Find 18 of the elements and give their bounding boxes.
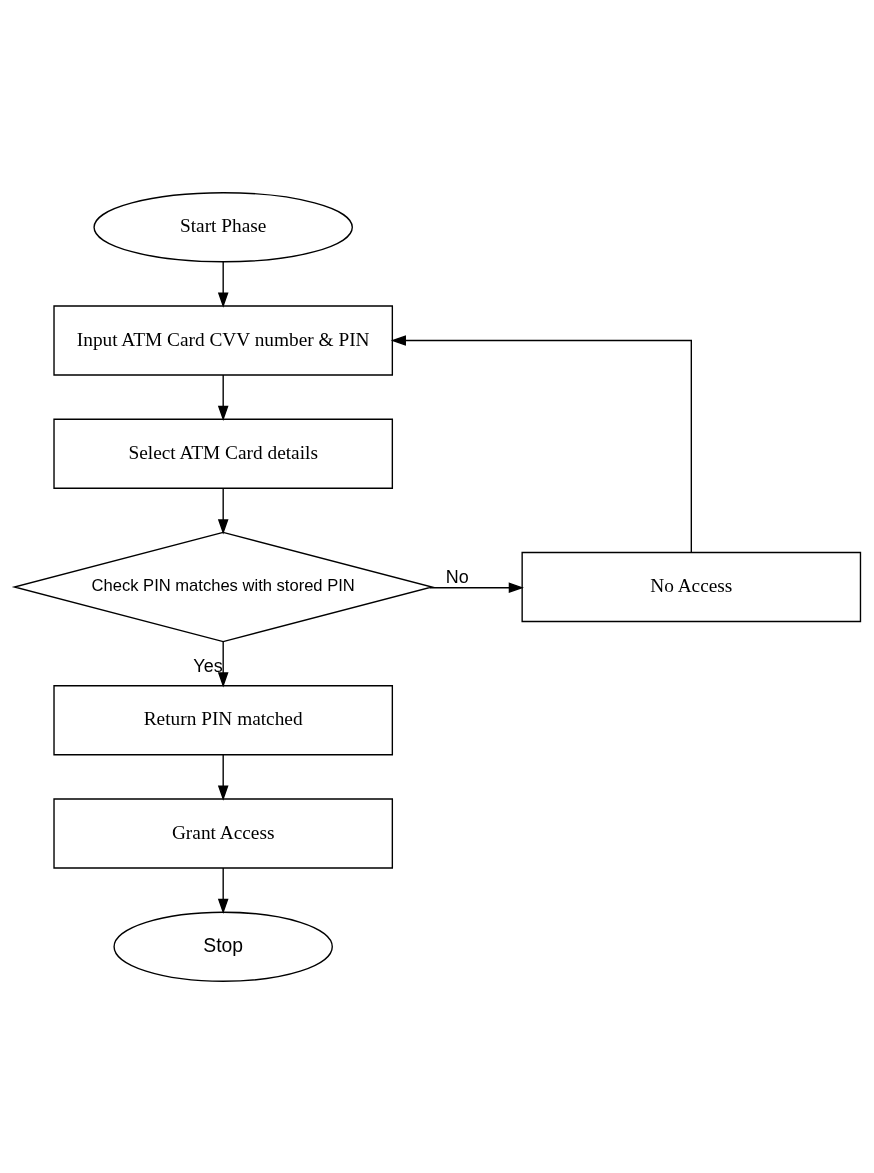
node-box: Return PIN matched (52, 684, 393, 755)
arrow (217, 260, 228, 308)
node-box: No Access (520, 551, 861, 622)
arrow (217, 373, 228, 421)
arrow (217, 487, 228, 534)
edge-label: No (445, 566, 469, 587)
arrow (390, 334, 692, 553)
node-box: Select ATM Card details (52, 418, 393, 489)
node-ellipse: Start Phase (92, 191, 353, 262)
arrow (428, 581, 524, 593)
arrow (217, 640, 228, 687)
arrow (217, 753, 228, 801)
arrow (217, 866, 228, 914)
node-ellipse: Stop (112, 911, 333, 982)
node-box: Input ATM Card CVV number & PIN (52, 304, 393, 376)
edge-label: Yes (192, 655, 223, 676)
node-diamond: Check PIN matches with stored PIN (11, 531, 435, 642)
node-box: Grant Access (52, 797, 393, 869)
